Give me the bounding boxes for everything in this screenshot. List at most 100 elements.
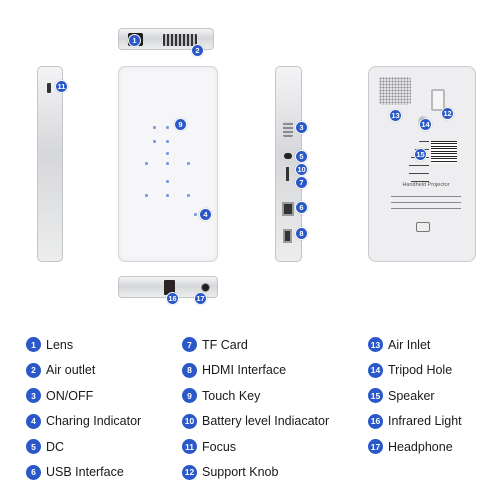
touch-key-led [166, 126, 169, 129]
legend-label: TF Card [202, 337, 248, 352]
certification-mark [416, 222, 430, 232]
legend-item: 12 Support Knob [182, 460, 329, 486]
badge-13: 13 [389, 109, 402, 122]
support-knob [431, 89, 445, 111]
legend-label: DC [46, 439, 65, 454]
badge-1: 1 [128, 34, 141, 47]
legend-label: Headphone [388, 439, 453, 454]
touch-key-led [166, 152, 169, 155]
legend-column-2: 7 TF Card 8 HDMI Interface 9 Touch Key 10 Ba… [182, 332, 329, 485]
legend-number: 2 [26, 362, 41, 378]
legend-number: 17 [368, 439, 383, 455]
left-side-device [37, 66, 63, 262]
legend-item: 5 DC [26, 434, 141, 460]
legend-number: 9 [182, 388, 197, 404]
legend-item: 4 Charing Indicator [26, 409, 141, 435]
legend-label: Lens [46, 337, 74, 352]
hdmi-port [283, 229, 292, 243]
legend-item: 11 Focus [182, 434, 329, 460]
legend-number: 10 [182, 413, 197, 429]
touch-key-led [166, 140, 169, 143]
legend-label: Battery level Indiacator [202, 414, 330, 429]
legend-label: HDMI Interface [202, 363, 287, 378]
badge-11: 11 [55, 80, 68, 93]
tf-card-slot [286, 167, 289, 181]
legend-item: 2 Air outlet [26, 358, 141, 384]
legend-label: ON/OFF [46, 388, 94, 403]
legend-label: USB Interface [46, 465, 124, 480]
badge-16: 16 [166, 292, 179, 305]
badge-14: 14 [419, 118, 432, 131]
badge-9: 9 [174, 118, 187, 131]
legend-label: Infrared Light [388, 414, 462, 429]
badge-4: 4 [199, 208, 212, 221]
dc-port [284, 153, 292, 159]
legend-label: Tripod Hole [388, 363, 453, 378]
legend-label: Speaker [388, 388, 435, 403]
legend-number: 15 [368, 388, 383, 404]
legend-item: 9 Touch Key [182, 383, 329, 409]
touch-key-led [166, 162, 169, 165]
badge-2: 2 [191, 44, 204, 57]
badge-8: 8 [295, 227, 308, 240]
badge-6: 6 [295, 201, 308, 214]
legend-item: 8 HDMI Interface [182, 358, 329, 384]
legend-number: 6 [26, 464, 41, 480]
air-inlet-grille [379, 77, 411, 105]
legend-item: 15 Speaker [368, 383, 462, 409]
badge-5: 5 [295, 150, 308, 163]
badge-15: 15 [414, 148, 427, 161]
legend-number: 14 [368, 362, 383, 378]
touch-key-led [187, 162, 190, 165]
legend-number: 8 [182, 362, 197, 378]
touch-key-led [166, 180, 169, 183]
legend-number: 5 [26, 439, 41, 455]
headphone-jack [201, 283, 210, 292]
barcode [431, 141, 457, 163]
legend-label: Focus [202, 439, 237, 454]
legend-number: 11 [182, 439, 197, 455]
product-label: Handheld Projector [402, 182, 450, 188]
legend-label: Air outlet [46, 363, 96, 378]
legend-label: Support Knob [202, 465, 279, 480]
legend-item: 17 Headphone [368, 434, 462, 460]
label-text-lines [391, 192, 461, 214]
legend-item: 13 Air Inlet [368, 332, 462, 358]
touch-key-led [153, 140, 156, 143]
back-device: Handheld Projector [368, 66, 476, 262]
legend-item: 1 Lens [26, 332, 141, 358]
legend-number: 4 [26, 413, 41, 429]
legend-item: 10 Battery level Indiacator [182, 409, 329, 435]
badge-3: 3 [295, 121, 308, 134]
touch-key-led [166, 194, 169, 197]
touch-key-led [153, 126, 156, 129]
air-outlet-grille [163, 34, 197, 46]
usb-port [282, 202, 294, 216]
speaker-grille [405, 137, 429, 187]
bottom-view-device [118, 276, 218, 298]
on-off-switch [283, 121, 293, 137]
legend-label: Air Inlet [388, 337, 431, 352]
badge-10: 10 [295, 163, 308, 176]
touch-key-led [145, 194, 148, 197]
legend-number: 7 [182, 337, 197, 353]
infrared-window [164, 280, 175, 295]
legend-number: 13 [368, 337, 383, 353]
focus-wheel [47, 83, 51, 93]
legend-label: Touch Key [202, 388, 261, 403]
touch-key-led [187, 194, 190, 197]
badge-12: 12 [441, 107, 454, 120]
touch-key-led [145, 162, 148, 165]
badge-17: 17 [194, 292, 207, 305]
charging-indicator-led [194, 213, 197, 216]
badge-7: 7 [295, 176, 308, 189]
legend-label: Charing Indicator [46, 414, 142, 429]
legend-number: 12 [182, 464, 197, 480]
legend-number: 1 [26, 337, 41, 353]
legend-item: 14 Tripod Hole [368, 358, 462, 384]
